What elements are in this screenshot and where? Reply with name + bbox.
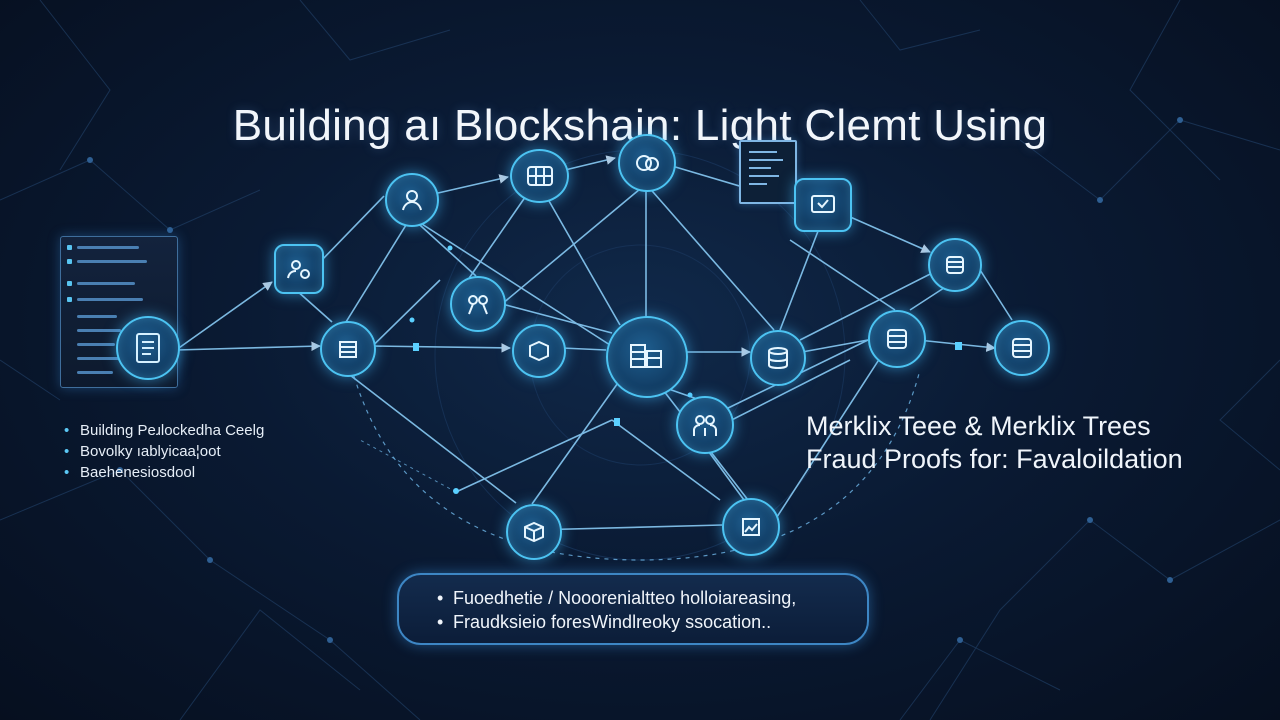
left-bullet-item: Baehenesiosdool	[62, 462, 264, 483]
cloud-search-node	[618, 134, 676, 192]
image-icon	[742, 518, 760, 536]
image-node-bottom	[722, 498, 780, 556]
user-gear-icon	[287, 260, 310, 279]
block-node-left	[320, 321, 376, 377]
bottom-bullet-list: Fuoedhetie / Nooorenialtteo holloiareasi…	[437, 586, 796, 634]
users-icon	[693, 415, 717, 436]
left-bullet-item: Building Peɹlockedha Ceelg	[62, 420, 264, 441]
bottom-summary-box: Fuoedhetie / Nooorenialtteo holloiareasi…	[397, 573, 869, 645]
user-icon	[402, 190, 422, 211]
merkle-line-1: Merklix Teee & Merklix Trees	[806, 411, 1151, 441]
cloud-search-icon	[636, 155, 659, 171]
blocks-icon	[630, 344, 662, 368]
package-node-bottom	[506, 504, 562, 560]
document-icon	[739, 140, 797, 204]
server-node-far-right	[994, 320, 1050, 376]
client-document-node	[116, 316, 180, 380]
database-node	[510, 149, 569, 203]
server-stack-icon	[887, 329, 907, 349]
document-icon	[136, 333, 160, 363]
server-node-right-top	[928, 238, 982, 292]
server-stack-icon	[1012, 338, 1032, 358]
database-icon	[526, 166, 553, 186]
server-node-right-mid	[868, 310, 926, 368]
central-blocks-node	[606, 316, 688, 398]
block-icon	[339, 341, 357, 358]
packet-node	[512, 324, 566, 378]
bottom-bullet-item: Fuoedhetie / Nooorenialtteo holloiareasi…	[437, 586, 796, 610]
network-hub-node	[450, 276, 506, 332]
server-stack-icon	[768, 347, 788, 370]
user-node	[385, 173, 439, 227]
monitor-node	[794, 178, 852, 232]
server-stack-icon	[946, 256, 964, 274]
merkle-line-2: Fraud Proofs for: Favaloildation	[806, 444, 1183, 474]
monitor-icon	[811, 195, 835, 213]
people-icon	[468, 295, 488, 315]
left-bullet-item: Bovolky ıablyicaa¦oot	[62, 441, 264, 462]
validator-node	[676, 396, 734, 454]
storage-node	[750, 330, 806, 386]
package-icon	[524, 521, 544, 543]
box-icon	[529, 340, 549, 362]
left-bullet-list: Building Peɹlockedha Ceelg Bovolky ıably…	[62, 420, 264, 483]
user-settings-node	[274, 244, 324, 294]
bottom-bullet-item: Fraudksieio foresWindlreoky ssocation..	[437, 610, 796, 634]
merkle-caption: Merklix Teee & Merklix Trees Fraud Proof…	[806, 410, 1183, 476]
